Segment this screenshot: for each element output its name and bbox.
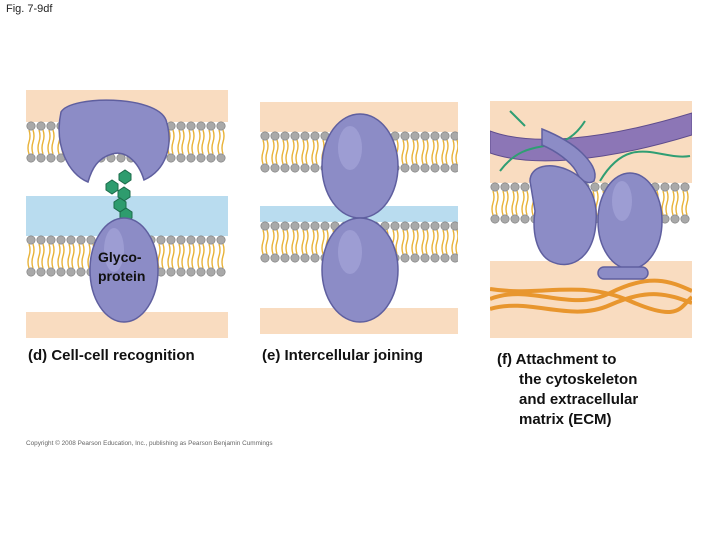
panel-f-caption: (f) Attachment to the cytoskeleton and e… [497,350,638,430]
panel-e-illustration [260,102,458,334]
junction-protein-top [321,113,399,219]
panel-f-caption-line2: the cytoskeleton [519,371,638,388]
integrin-protein-left [529,165,597,266]
junction-protein-bottom [321,217,399,323]
panel-d-illustration [26,90,228,338]
panel-f-illustration [490,101,692,338]
sugar-chain [105,169,133,223]
panel-f-svg [490,101,692,338]
cytoskeleton-filament [490,112,692,162]
panel-f-caption-line1: (f) Attachment to [497,351,617,368]
ecm-anchor [597,266,649,280]
panel-e-caption: (e) Intercellular joining [262,347,423,364]
figure-label: Fig. 7-9df [6,3,53,15]
copyright-notice: Copyright © 2008 Pearson Education, Inc.… [26,440,273,447]
panel-d-svg [26,90,228,338]
collagen-fibers [490,278,692,314]
glycoprotein-label-line2: protein [98,268,146,284]
panel-d-caption: (d) Cell-cell recognition [28,347,195,364]
panel-f-caption-line4: matrix (ECM) [519,411,612,428]
receptor-protein [58,99,170,184]
glycoprotein-label-line1: Glyco- [98,249,142,265]
panel-f-caption-line3: and extracellular [519,391,639,408]
panel-e-svg [260,102,458,334]
glycoprotein-label: Glyco- protein [98,248,168,286]
integrin-protein-right [597,172,663,270]
cytoskeleton-anchor [541,127,596,184]
